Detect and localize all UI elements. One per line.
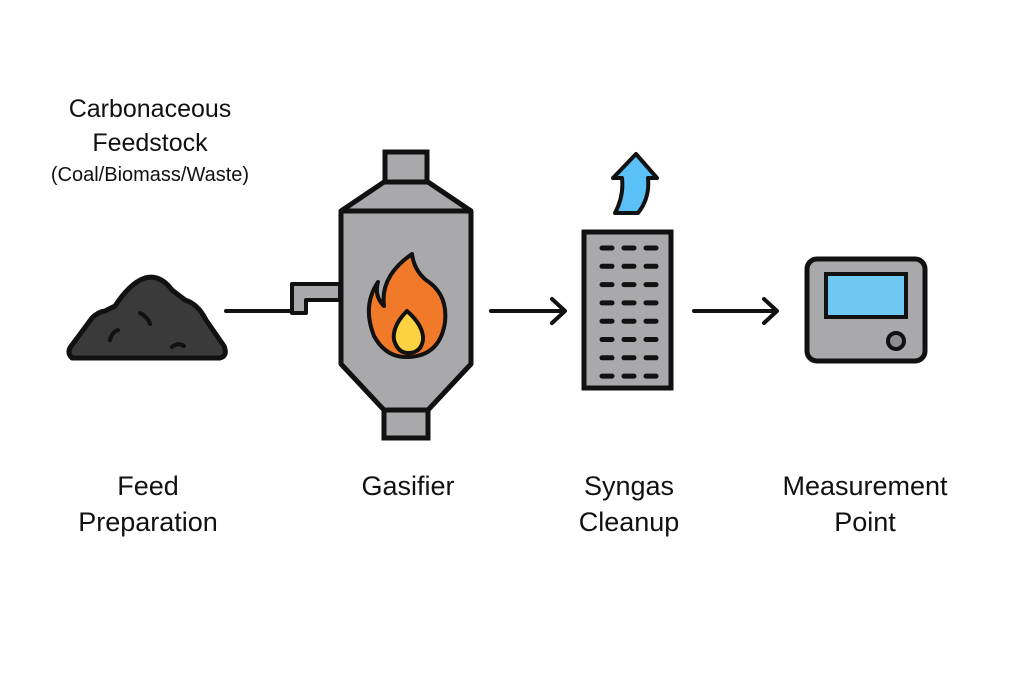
feedstock-subtitle: (Coal/Biomass/Waste) — [50, 164, 250, 186]
stage-label-line1: Gasifier — [361, 471, 455, 501]
gasifier-vessel-icon — [290, 149, 474, 441]
feedstock-title-line2: Feedstock — [92, 129, 208, 157]
stage-label-line2: Cleanup — [578, 507, 680, 537]
flow-arrow-2 — [692, 297, 779, 325]
stage-label-line1: Feed — [117, 471, 179, 501]
stage-label-line2: Preparation — [78, 507, 218, 537]
meter-knob — [886, 331, 906, 351]
stage-label-line1: Measurement — [782, 471, 948, 501]
filter-tower-icon — [581, 229, 674, 391]
stage-label-syngas-cleanup: Syngas Cleanup — [529, 468, 729, 540]
flame-icon — [366, 252, 448, 360]
syngas-outlet-arrow-icon — [611, 152, 659, 215]
stage-label-feed-preparation: Feed Preparation — [48, 468, 248, 540]
coal-pile-icon — [66, 274, 228, 361]
feedstock-title-line1: Carbonaceous — [68, 95, 232, 123]
feedstock-title: Carbonaceous Feedstock (Coal/Biomass/Was… — [0, 92, 300, 190]
stage-label-line1: Syngas — [583, 471, 675, 501]
stage-label-line2: Point — [834, 507, 896, 537]
stage-label-gasifier: Gasifier — [308, 468, 508, 504]
meter-device-icon — [804, 256, 928, 364]
flow-arrow-1 — [489, 297, 567, 325]
stage-label-measurement-point: Measurement Point — [745, 468, 985, 540]
meter-screen — [824, 272, 908, 319]
